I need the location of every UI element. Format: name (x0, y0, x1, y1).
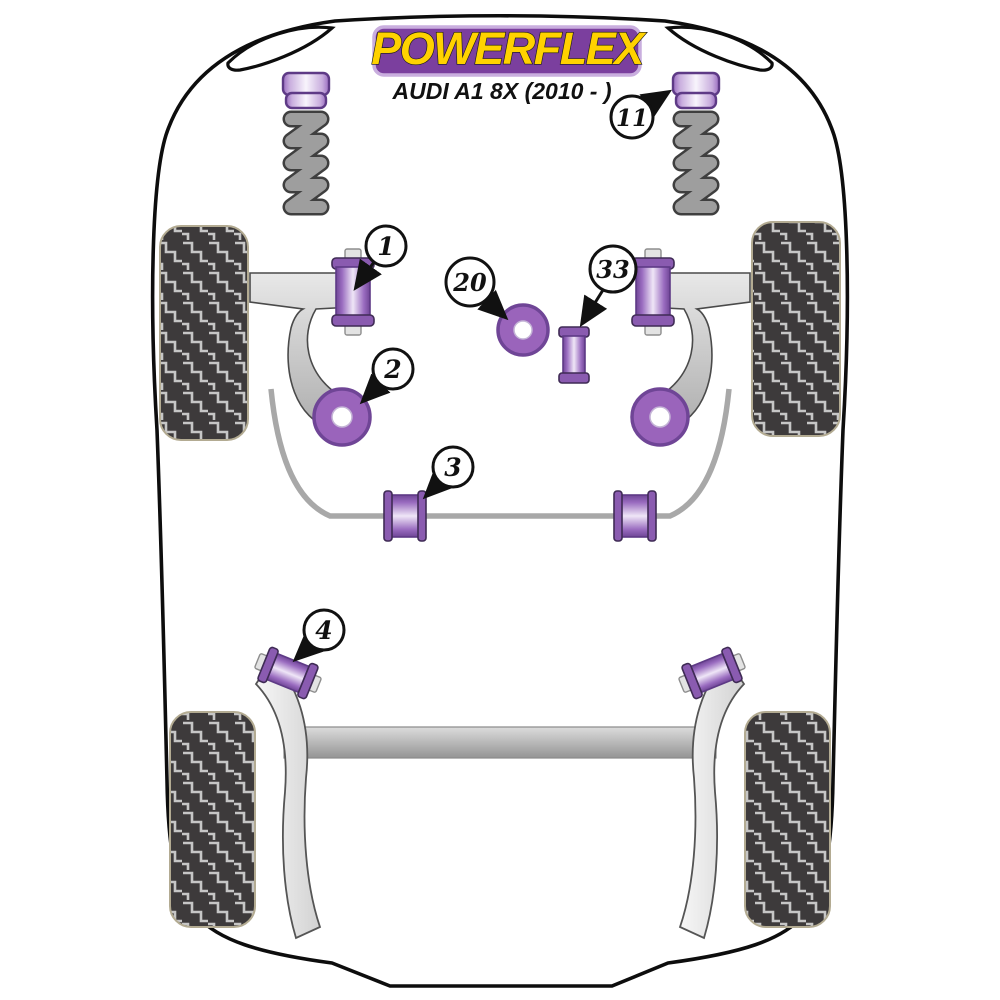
car-body-outline (150, 13, 850, 988)
lower-engine-mount-bushing (558, 326, 590, 384)
callout-3-circle-icon (431, 445, 475, 489)
rear-tire-left (169, 711, 256, 928)
callout-11-circle-icon (609, 94, 655, 140)
rear-trailing-arm-left (254, 658, 322, 940)
callout-20-number: 20 (452, 268, 487, 297)
callout-33-circle-icon (588, 244, 638, 294)
arm-front-bushing-left (331, 248, 375, 336)
callout-33-arrow-icon (579, 289, 608, 328)
logo-background (372, 25, 642, 77)
callout-3: 3 (422, 445, 475, 500)
tires (159, 221, 841, 928)
rear-beam-axle (283, 726, 717, 759)
powerflex-logo: POWERFLEX (371, 23, 647, 74)
front-anti-roll-bar (268, 388, 732, 519)
callout-1: 1 (353, 224, 408, 291)
vehicle-title: AUDI A1 8X (2010 - ) (392, 78, 612, 104)
callout-33: 33 (579, 244, 638, 328)
headlight-right-icon (664, 25, 774, 72)
arm-front-bushing-right (631, 248, 675, 336)
anti-roll-bar-bushing-left (383, 490, 427, 542)
front-control-arm-right (646, 272, 751, 429)
callout-11-arrow-icon (639, 89, 673, 118)
callout-20-circle-icon (444, 256, 496, 308)
callout-20: 20 (444, 256, 509, 321)
callout-1-number: 1 (377, 232, 394, 261)
callout-4-arrow-icon (292, 631, 324, 663)
arm-rear-bushing-left (312, 387, 372, 447)
callout-3-arrow-icon (422, 468, 454, 500)
engine-mount-insert-bushing (496, 303, 550, 357)
front-spring-left (283, 73, 329, 207)
callout-1-arrow-icon (353, 258, 382, 291)
callout-2: 2 (359, 347, 415, 405)
front-spring-right (673, 73, 719, 207)
front-control-arm-left (249, 272, 354, 429)
front-tire-right (751, 221, 841, 437)
callout-2-arrow-icon (359, 373, 391, 405)
callout-4: 4 (292, 608, 346, 663)
callout-11-number: 11 (616, 105, 648, 132)
callout-3-number: 3 (444, 453, 461, 482)
callout-11: 11 (609, 89, 673, 140)
callout-2-number: 2 (383, 355, 401, 384)
callout-20-arrow-icon (477, 289, 509, 321)
rear-tire-right (744, 711, 831, 928)
callout-1-circle-icon (364, 224, 408, 268)
callout-4-number: 4 (315, 616, 332, 645)
callout-2-circle-icon (371, 347, 415, 391)
callout-4-circle-icon (302, 608, 346, 652)
arm-rear-bushing-right (630, 387, 690, 447)
anti-roll-bar-bushing-right (613, 490, 657, 542)
callout-33-number: 33 (596, 255, 629, 284)
headlight-left-icon (226, 25, 336, 72)
chassis-outline-path (150, 13, 850, 988)
rear-trailing-arm-right (678, 658, 746, 940)
brand-header: POWERFLEX AUDI A1 8X (2010 - ) (371, 22, 650, 104)
front-tire-left (159, 225, 249, 441)
